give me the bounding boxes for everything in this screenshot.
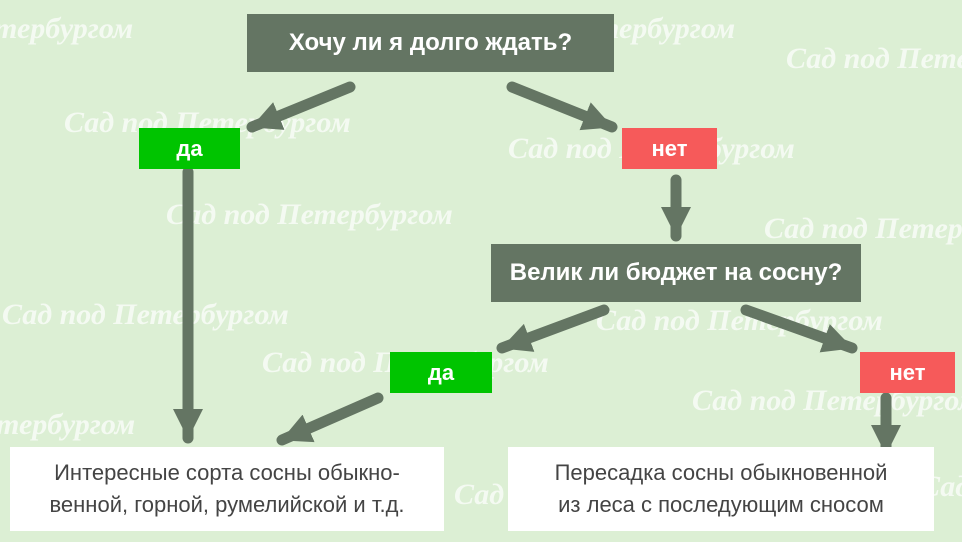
watermark-fragment: тербургом [596,12,736,45]
result-transplant-line2: из леса с последующим сносом [558,492,884,517]
watermark: Сад под Петербургом [2,298,289,331]
no-label-budget: нет [860,352,955,393]
question-box-budget: Велик ли бюджет на сосну? [491,244,861,302]
result-varieties-line1: Интересные сорта сосны обыкно- [54,460,400,485]
watermark-fragment: тербургом [0,408,136,441]
result-box-varieties: Интересные сорта сосны обыкно- венной, г… [10,447,444,531]
result-transplant-line1: Пересадка сосны обыкновенной [554,460,888,485]
arrow-q2-to-yes [496,304,610,354]
yes-label-budget: да [390,352,492,393]
arrow-q1-to-no [506,81,618,133]
arrow-q1-to-yes [246,81,356,133]
question-box: Хочу ли я долго ждать? [247,14,614,72]
arrow-yes2-to-result-left [276,392,384,446]
watermark-fragment: тербургом [0,12,134,45]
watermark: Сад под Петербургом [786,42,962,75]
watermark: Сад под Петербургом [764,212,962,245]
result-box-transplant: Пересадка сосны обыкновенной из леса с п… [508,447,934,531]
yes-label: да [139,128,240,169]
watermark: Сад под Петербургом [166,198,453,231]
result-varieties-line2: венной, горной, румелийской и т.д. [49,492,405,517]
arrow-q2-to-no [740,304,858,354]
no-label: нет [622,128,717,169]
